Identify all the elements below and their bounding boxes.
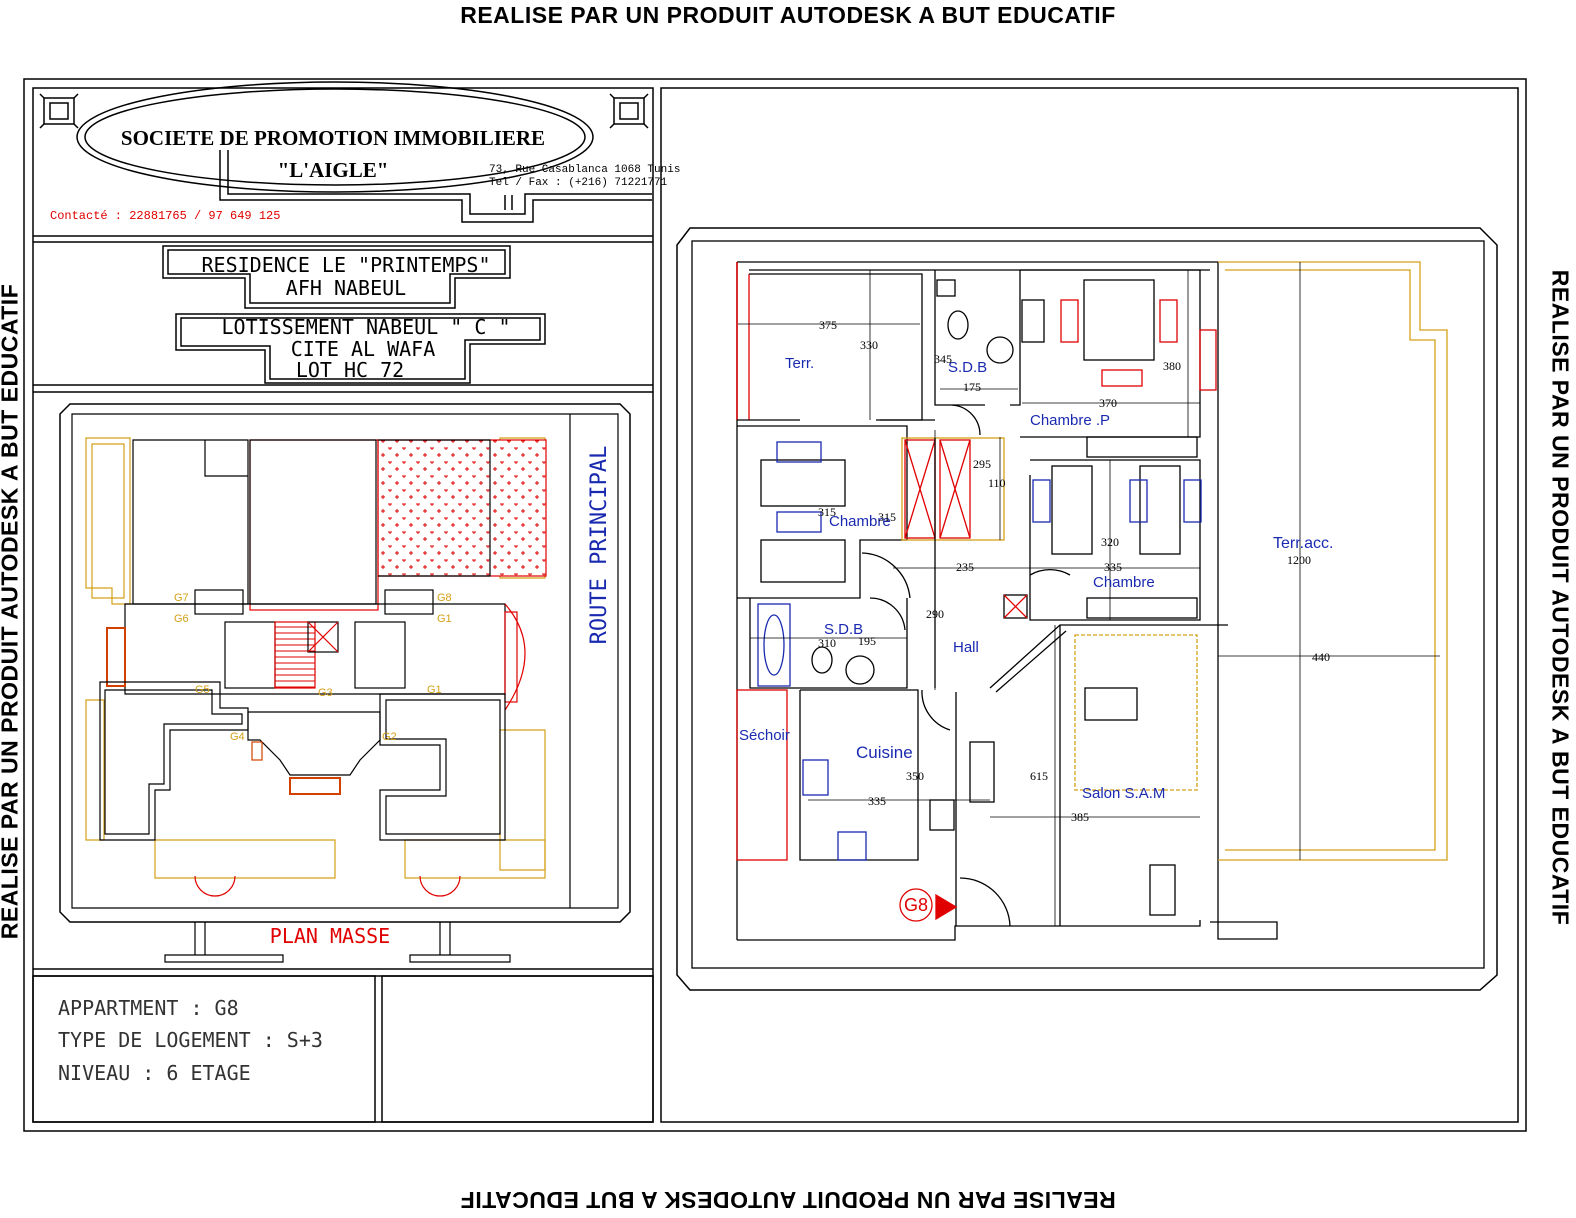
bed-master xyxy=(1083,279,1155,361)
dim-385: 385 xyxy=(1071,810,1089,824)
entry-arrow-icon xyxy=(935,893,958,921)
project-line4: CITE AL WAFA xyxy=(291,337,436,361)
company-phone: Tel / Fax : (+216) 71221771 xyxy=(489,177,668,189)
room-hall: Hall xyxy=(953,639,979,656)
unit-g1-top: G1 xyxy=(437,613,452,625)
dim-345: 345 xyxy=(934,352,952,366)
room-sdb-1: S.D.B xyxy=(948,359,987,376)
dim-320: 320 xyxy=(1101,535,1119,549)
site-plan xyxy=(59,403,631,963)
bed-left-2 xyxy=(760,539,846,583)
company-brand: "L'AIGLE" xyxy=(278,158,389,182)
bed-left-1 xyxy=(760,459,846,507)
dim-310: 310 xyxy=(818,636,836,650)
sheet-border xyxy=(23,78,1527,1132)
company-name: SOCIETE DE PROMOTION IMMOBILIERE xyxy=(121,126,545,150)
unit-g7: G7 xyxy=(174,592,189,604)
blank-box xyxy=(381,975,654,1123)
dim-295: 295 xyxy=(973,457,991,471)
project-frame xyxy=(162,245,546,384)
project-line5: LOT HC 72 xyxy=(296,358,404,382)
dim-195: 195 xyxy=(858,634,876,648)
bed-twin-1 xyxy=(1051,465,1093,555)
left-panel xyxy=(32,87,654,1123)
room-chambre-1: Chambre xyxy=(829,513,891,530)
unit-g6: G6 xyxy=(174,613,189,625)
dim-335-a: 335 xyxy=(1104,560,1122,574)
dim-350: 350 xyxy=(906,769,924,783)
company-contact: Contacté : 22881765 / 97 649 125 xyxy=(50,209,280,223)
hatched-terrace xyxy=(377,439,547,577)
site-plan-title: PLAN MASSE xyxy=(270,924,390,948)
dim-330: 330 xyxy=(860,338,878,352)
entry-tag: G8 xyxy=(904,895,928,915)
room-cuisine: Cuisine xyxy=(856,743,913,762)
company-address: 73, Rue Casablanca 1068 Tunis xyxy=(489,164,680,176)
room-salon: Salon S.A.M xyxy=(1082,785,1165,802)
project-line3: LOTISSEMENT NABEUL " C " xyxy=(222,315,511,339)
info-box xyxy=(32,975,376,1123)
project-line1: RESIDENCE LE "PRINTEMPS" xyxy=(202,253,491,277)
project-line2: AFH NABEUL xyxy=(286,276,406,300)
room-chambre-2: Chambre xyxy=(1093,574,1155,591)
room-terr: Terr. xyxy=(785,355,814,372)
right-panel xyxy=(660,87,1519,1123)
room-sechoir: Séchoir xyxy=(739,727,790,744)
corner-mark-left xyxy=(39,93,79,129)
dim-335-b: 335 xyxy=(868,794,886,808)
dim-110: 110 xyxy=(988,476,1006,490)
dim-375: 375 xyxy=(819,318,837,332)
dim-1200: 1200 xyxy=(1287,553,1311,567)
dim-615: 615 xyxy=(1030,769,1048,783)
dim-175: 175 xyxy=(963,380,981,394)
dim-315-a: 315 xyxy=(818,505,836,519)
unit-g4: G4 xyxy=(230,731,245,743)
watermark-top: REALISE PAR UN PRODUIT AUTODESK A BUT ED… xyxy=(460,2,1116,28)
dim-315-b: 315 xyxy=(878,510,896,524)
dim-370: 370 xyxy=(1099,396,1117,410)
unit-g1-bottom: G1 xyxy=(427,684,442,696)
unit-g5: G5 xyxy=(195,684,210,696)
road-label: ROUTE PRINCIPAL xyxy=(587,446,612,645)
dim-235: 235 xyxy=(956,560,974,574)
unit-g2: G2 xyxy=(382,731,397,743)
dim-380: 380 xyxy=(1163,359,1181,373)
company-logo xyxy=(39,81,652,223)
dim-440: 440 xyxy=(1312,650,1330,664)
floor-plan xyxy=(676,227,1498,991)
room-sdb-2: S.D.B xyxy=(824,621,863,638)
unit-g8: G8 xyxy=(437,592,452,604)
info-apartment: APPARTMENT : G8 xyxy=(58,996,239,1020)
info-level: NIVEAU : 6 ETAGE xyxy=(58,1061,251,1085)
unit-g3: G3 xyxy=(318,687,333,699)
info-type: TYPE DE LOGEMENT : S+3 xyxy=(58,1028,323,1052)
room-terr-acc: Terr.acc. xyxy=(1273,535,1333,552)
room-chambre-p: Chambre .P xyxy=(1030,412,1110,429)
corner-mark-right xyxy=(609,93,649,129)
dim-290: 290 xyxy=(926,607,944,621)
bed-twin-2 xyxy=(1139,465,1181,555)
entry-marker xyxy=(899,888,933,922)
